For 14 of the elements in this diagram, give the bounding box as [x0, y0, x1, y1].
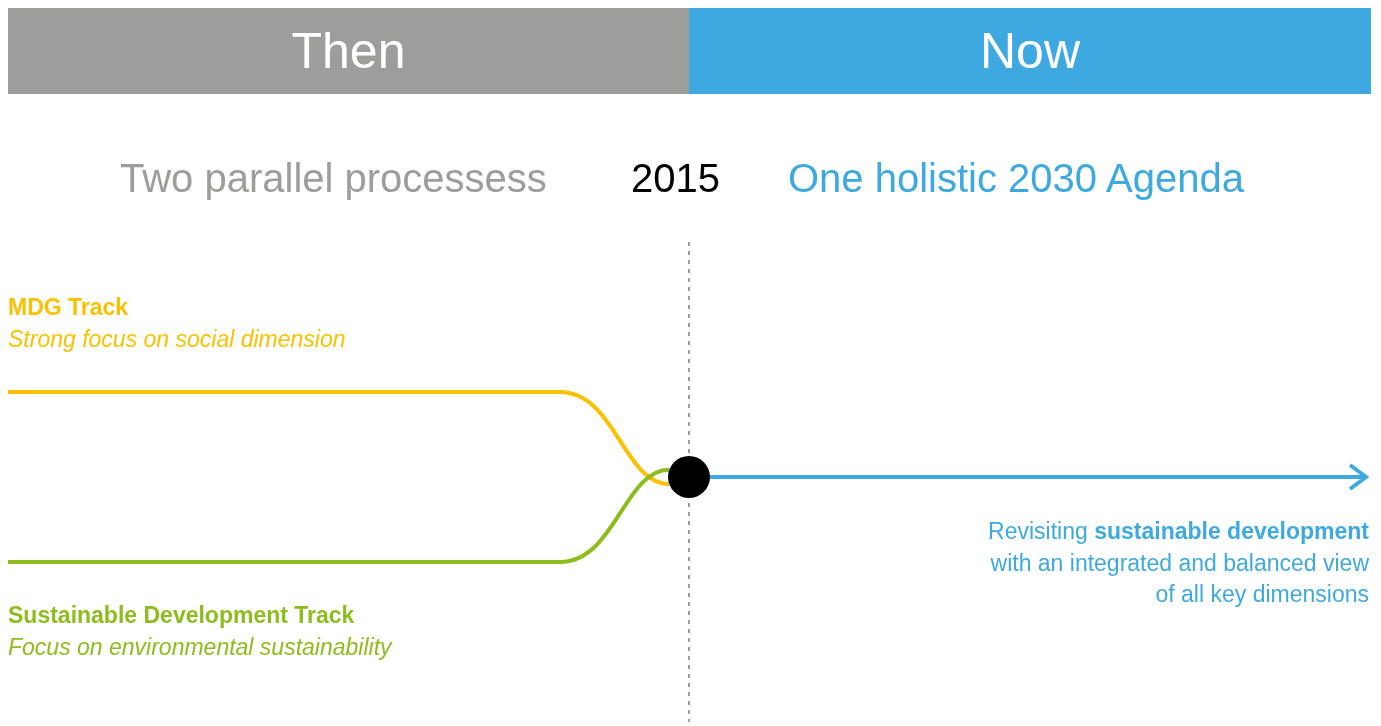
now-header-band: Now	[689, 8, 1371, 94]
year-label: 2015	[631, 156, 720, 201]
track-description: Focus on environmental sustainability	[8, 634, 392, 661]
track-title: MDG Track	[8, 294, 129, 321]
track-title: Sustainable Development Track	[8, 602, 355, 629]
track-line	[8, 390, 670, 487]
heading-text: One holistic 2030 Agenda	[788, 156, 1244, 201]
arrow	[710, 463, 1368, 491]
description-text: Revisiting sustainable development with an integrated and balanced view of all key dimensions	[987, 517, 1369, 610]
heading-text: Two parallel processess	[120, 156, 547, 201]
then-header-band: Then	[8, 8, 689, 94]
track-description: Strong focus on social dimension	[8, 326, 346, 353]
track-line	[8, 467, 670, 564]
milestone-dot	[668, 456, 710, 498]
